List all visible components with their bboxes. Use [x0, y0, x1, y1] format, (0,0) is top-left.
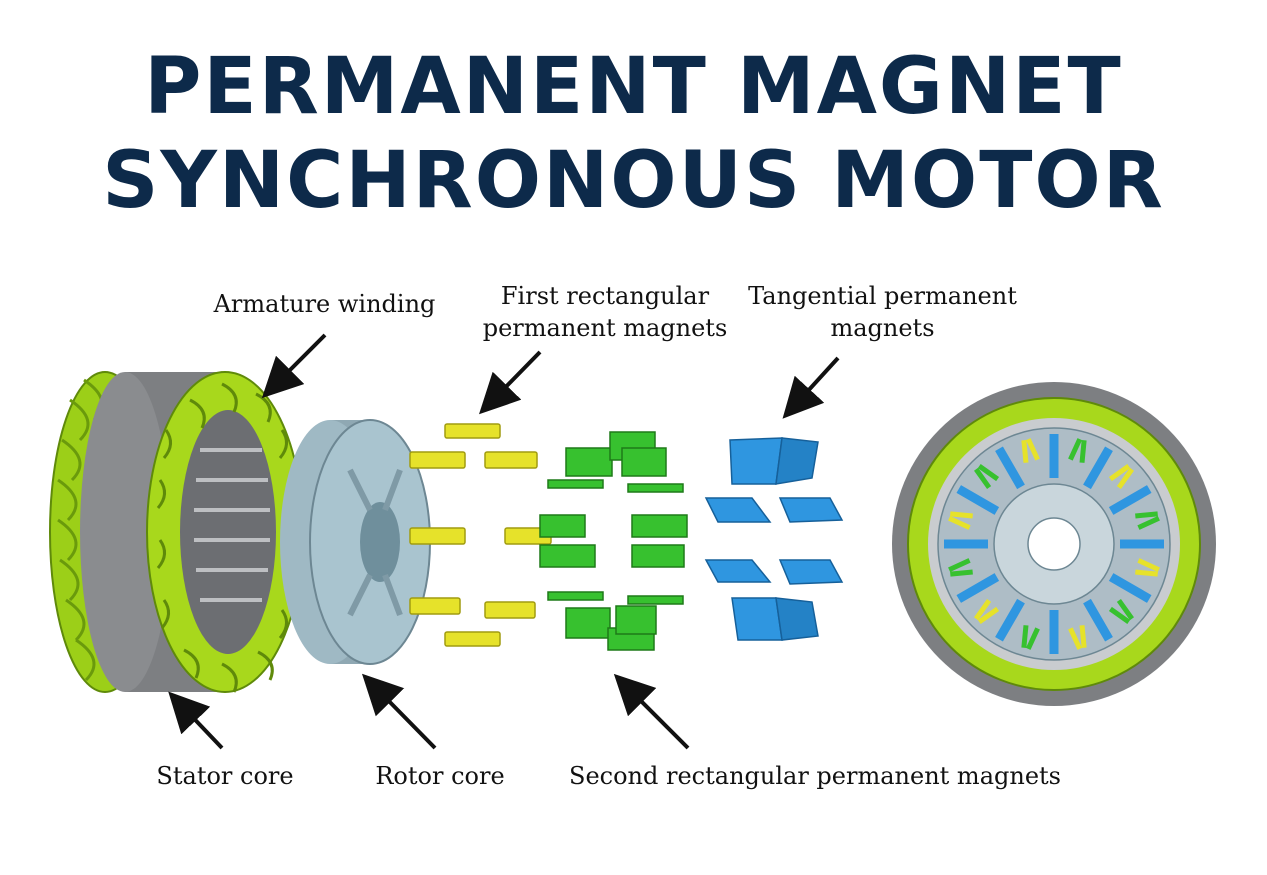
- cross-section-tangential-magnet: [995, 598, 1025, 642]
- cross-section-rectangular-magnet: [1021, 625, 1029, 648]
- arrow-stator-core: [168, 691, 224, 750]
- cross-section-rectangular-magnet: [1021, 440, 1029, 463]
- label-first-magnets-line2: permanent magnets: [482, 314, 728, 342]
- cross-section-rectangular-magnet: [950, 511, 973, 519]
- label-first-magnets-line1: First rectangular: [500, 282, 710, 310]
- cross-section-tangential-magnet: [1108, 573, 1152, 603]
- second-rectangular-magnets: [539, 431, 688, 651]
- arrow-rotor-core: [361, 673, 437, 750]
- cross-section-tangential-magnet: [956, 573, 1000, 603]
- cross-section-rectangular-magnet: [1068, 438, 1083, 461]
- cross-section-tangential-magnet: [956, 485, 1000, 515]
- cross-section-rectangular-magnet: [974, 467, 992, 490]
- cross-section-tangential-magnet: [1083, 446, 1113, 490]
- cross-section-tangential-magnet: [995, 446, 1025, 490]
- cross-section-rectangular-magnet: [1135, 511, 1158, 519]
- rotor-assembly: [280, 419, 552, 665]
- cross-section-rectangular-magnet: [1108, 464, 1131, 482]
- cross-section-rectangular-magnet: [948, 515, 971, 530]
- label-tangential-line2: magnets: [830, 314, 935, 342]
- stator-assembly: [49, 371, 304, 693]
- title-line-1: PERMANENT MAGNET: [144, 42, 1123, 132]
- cross-section-rectangular-magnet: [1025, 627, 1040, 650]
- cross-section-rectangular-magnet: [1079, 440, 1087, 463]
- cross-section-tangential-magnet: [1108, 485, 1152, 515]
- motor-cross-section: [892, 382, 1216, 706]
- cross-section-rectangular-magnet: [977, 464, 1000, 482]
- arrow-tangential-magnets: [782, 356, 840, 419]
- pointer-arrows: [168, 333, 840, 750]
- cross-section-rectangular-magnet: [948, 558, 971, 573]
- cross-section-rectangular-magnet: [1079, 625, 1087, 648]
- label-stator-core: Stator core: [156, 762, 294, 790]
- cross-section-rectangular-magnet: [950, 569, 973, 577]
- first-rectangular-magnets: [409, 423, 552, 647]
- tangential-permanent-magnets: [704, 437, 844, 641]
- cross-section-rectangular-magnet: [1025, 438, 1040, 461]
- title-line-2: SYNCHRONOUS MOTOR: [102, 136, 1165, 226]
- cross-section-rectangular-magnet: [1135, 569, 1158, 577]
- cross-section-rectangular-magnet: [974, 598, 992, 621]
- cross-section-tangential-magnet: [1083, 598, 1113, 642]
- cross-section-rectangular-magnet: [1116, 467, 1134, 490]
- label-armature-winding: Armature winding: [213, 290, 436, 318]
- label-rotor-core: Rotor core: [375, 762, 505, 790]
- cross-section-rectangular-magnet: [1137, 515, 1160, 530]
- arrow-first-magnets: [479, 350, 542, 415]
- arrow-second-magnets: [613, 673, 690, 750]
- cross-section-rectangular-magnet: [977, 606, 1000, 624]
- cross-section-rectangular-magnet: [1137, 558, 1160, 573]
- cross-section-rectangular-magnet: [1116, 598, 1134, 621]
- label-tangential-line1: Tangential permanent: [748, 282, 1017, 310]
- cross-section-rectangular-magnet: [1108, 606, 1131, 624]
- label-second-magnets: Second rectangular permanent magnets: [569, 762, 1061, 790]
- arrow-armature-winding: [261, 333, 327, 399]
- cross-section-rectangular-magnet: [1068, 627, 1083, 650]
